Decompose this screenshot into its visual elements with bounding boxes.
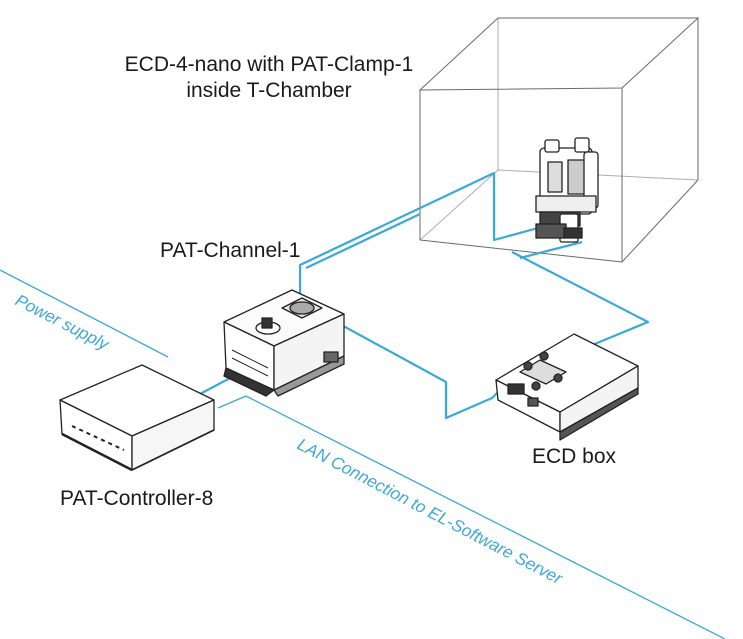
- power-supply-line: [0, 269, 169, 358]
- cable-controller-channel: [197, 375, 235, 396]
- cable-chamber-ecdbox-a: [511, 251, 650, 352]
- ecd-nano-label-line2: inside T-Chamber: [186, 79, 352, 102]
- power-supply-label: Power supply: [12, 291, 113, 355]
- pat-controller-label: PAT-Controller-8: [60, 487, 214, 510]
- lan-connection-label: LAN Connection to EL-Software Server: [294, 435, 566, 589]
- ecd-nano-label: ECD-4-nano with PAT-Clamp-1 inside T-Cha…: [100, 52, 438, 104]
- cable-channel-ecdbox: [335, 321, 501, 420]
- ecd-box-device: [495, 333, 639, 441]
- lan-line: [217, 395, 726, 639]
- cables: [197, 171, 650, 420]
- t-chamber-cube: [418, 17, 700, 263]
- cable-channel-chamber-a: [298, 171, 539, 298]
- ecd-nano-label-line1: ECD-4-nano with PAT-Clamp-1: [124, 53, 414, 76]
- pat-channel-label: PAT-Channel-1: [160, 239, 301, 262]
- ecd-box-label: ECD box: [532, 445, 617, 468]
- cable-channel-chamber-b: [305, 213, 421, 269]
- pat-channel-device: [223, 289, 345, 397]
- pat-controller-device: [59, 364, 215, 472]
- ecd-nano-clamp-device: [535, 137, 599, 243]
- cable-chamber-ecdbox-b: [519, 240, 583, 260]
